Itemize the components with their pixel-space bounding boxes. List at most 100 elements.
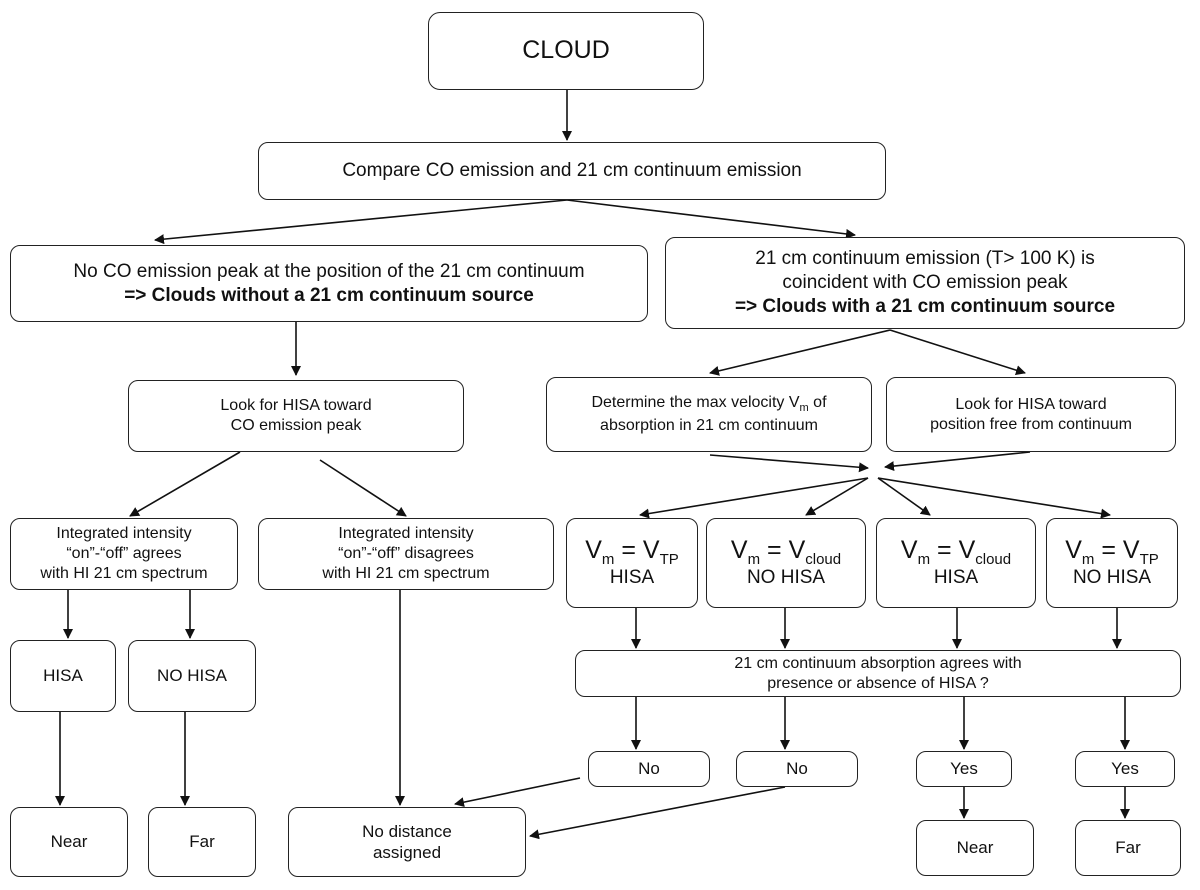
- answer-yes-2-node: Yes: [1075, 751, 1175, 787]
- case3-note: HISA: [933, 566, 979, 588]
- case-vm-vcloud-hisa-node: Vm = Vcloud HISA: [876, 518, 1036, 608]
- near-left-label: Near: [50, 832, 88, 852]
- determine-vm-node: Determine the max velocity Vm of absorpt…: [546, 377, 872, 452]
- answer-no-2-node: No: [736, 751, 858, 787]
- no-hisa-left-node: NO HISA: [128, 640, 256, 712]
- arrow-hub-to-case3: [877, 477, 931, 516]
- case3-rhs: V: [958, 536, 976, 565]
- no-co-peak-line1: No CO emission peak at the position of t…: [73, 260, 585, 282]
- determine-vm-line2: absorption in 21 cm continuum: [600, 416, 818, 434]
- look-hisa-free-line1: Look for HISA toward: [955, 395, 1107, 413]
- answer-yes-1-label: Yes: [950, 759, 978, 779]
- case4-equation: Vm = VTP: [1065, 537, 1159, 568]
- far-left-label: Far: [189, 832, 215, 852]
- case3-eq: =: [930, 536, 959, 565]
- case2-v-sub: m: [747, 551, 761, 569]
- absorption-agrees-node: 21 cm continuum absorption agrees with p…: [575, 650, 1181, 697]
- answer-yes-1-node: Yes: [916, 751, 1012, 787]
- look-hisa-co-line2: CO emission peak: [230, 417, 362, 434]
- case1-rhs-sub: TP: [659, 551, 679, 569]
- determine-vm-text: Determine the max velocity V: [591, 394, 800, 412]
- look-hisa-co-line1: Look for HISA toward: [220, 397, 372, 414]
- case2-rhs-sub: cloud: [805, 551, 842, 569]
- arrow-right-to-determine: [709, 329, 891, 376]
- arrow-right-to-look: [889, 329, 1026, 376]
- case4-eq: =: [1094, 536, 1123, 565]
- no-co-peak-node: No CO emission peak at the position of t…: [10, 245, 648, 322]
- case2-v: V: [730, 536, 748, 565]
- case3-v-sub: m: [917, 551, 931, 569]
- arrow-determine-to-hub: [709, 454, 869, 473]
- determine-vm-sub: m: [799, 402, 809, 415]
- look-hisa-free-node: Look for HISA toward position free from …: [886, 377, 1176, 452]
- arrow-hub-to-case1: [639, 477, 869, 519]
- case4-v: V: [1065, 536, 1082, 565]
- absorption-line2: presence or absence of HISA ?: [767, 674, 989, 692]
- case-vm-vtp-nohisa-node: Vm = VTP NO HISA: [1046, 518, 1178, 608]
- near-right-label: Near: [956, 838, 994, 858]
- look-hisa-co-peak-node: Look for HISA toward CO emission peak: [128, 380, 464, 452]
- continuum-coincident-line1: 21 cm continuum emission (T> 100 K) is: [755, 248, 1095, 270]
- case1-equation: Vm = VTP: [585, 537, 679, 568]
- agrees-line1: Integrated intensity: [56, 525, 192, 542]
- case4-v-sub: m: [1081, 551, 1095, 569]
- compare-label: Compare CO emission and 21 cm continuum …: [342, 160, 802, 182]
- arrow-compare-to-left: [154, 199, 568, 245]
- case3-equation: Vm = Vcloud: [901, 537, 1011, 568]
- look-hisa-free-line2: position free from continuum: [930, 415, 1132, 433]
- case3-rhs-sub: cloud: [975, 551, 1012, 569]
- answer-yes-2-label: Yes: [1111, 759, 1139, 779]
- agrees-node: Integrated intensity “on”-“off” agrees w…: [10, 518, 238, 590]
- case2-eq: =: [760, 536, 789, 565]
- no-distance-node: No distance assigned: [288, 807, 526, 877]
- case2-note: NO HISA: [746, 566, 826, 588]
- case2-equation: Vm = Vcloud: [731, 537, 841, 568]
- arrow-look-to-hub: [884, 451, 1031, 472]
- case1-eq: =: [614, 536, 643, 565]
- cloud-node: CLOUD: [428, 12, 704, 90]
- case2-rhs: V: [788, 536, 806, 565]
- far-right-node: Far: [1075, 820, 1181, 876]
- case4-rhs: V: [1122, 536, 1140, 565]
- case1-rhs: V: [642, 536, 660, 565]
- compare-node: Compare CO emission and 21 cm continuum …: [258, 142, 886, 200]
- case1-v-sub: m: [601, 551, 615, 569]
- disagrees-node: Integrated intensity “on”-“off” disagree…: [258, 518, 554, 590]
- determine-vm-line1: Determine the max velocity Vm of: [591, 393, 826, 416]
- no-hisa-left-label: NO HISA: [157, 666, 227, 686]
- no-distance-line2: assigned: [372, 843, 442, 862]
- arrow-no2-to-nodistance: [529, 786, 786, 840]
- continuum-coincident-line3: => Clouds with a 21 cm continuum source: [734, 295, 1116, 317]
- determine-vm-end: of: [808, 394, 827, 412]
- arrow-look-to-agrees: [129, 451, 241, 517]
- arrow-no1-to-nodistance: [454, 777, 581, 808]
- case4-rhs-sub: TP: [1139, 551, 1159, 569]
- answer-no-1-node: No: [588, 751, 710, 787]
- arrow-hub-to-case2: [805, 477, 869, 516]
- answer-no-1-label: No: [638, 759, 660, 779]
- hisa-left-label: HISA: [43, 666, 83, 686]
- continuum-coincident-line2: coincident with CO emission peak: [782, 272, 1068, 294]
- case-vm-vtp-hisa-node: Vm = VTP HISA: [566, 518, 698, 608]
- case3-v: V: [900, 536, 918, 565]
- disagrees-line3: with HI 21 cm spectrum: [322, 565, 490, 582]
- disagrees-line1: Integrated intensity: [338, 525, 474, 542]
- absorption-line1: 21 cm continuum absorption agrees with: [734, 654, 1022, 672]
- continuum-coincident-node: 21 cm continuum emission (T> 100 K) is c…: [665, 237, 1185, 329]
- hisa-left-node: HISA: [10, 640, 116, 712]
- far-right-label: Far: [1115, 838, 1141, 858]
- case1-note: HISA: [609, 566, 655, 588]
- arrow-look-to-disagrees: [319, 459, 407, 517]
- answer-no-2-label: No: [786, 759, 808, 779]
- disagrees-line2: “on”-“off” disagrees: [338, 545, 474, 562]
- case4-note: NO HISA: [1072, 566, 1152, 588]
- near-right-node: Near: [916, 820, 1034, 876]
- no-distance-line1: No distance: [362, 821, 452, 841]
- agrees-line3: with HI 21 cm spectrum: [40, 565, 208, 582]
- near-left-node: Near: [10, 807, 128, 877]
- arrow-hub-to-case4: [877, 477, 1111, 519]
- agrees-line2: “on”-“off” agrees: [66, 545, 182, 562]
- case-vm-vcloud-nohisa-node: Vm = Vcloud NO HISA: [706, 518, 866, 608]
- no-co-peak-line2: => Clouds without a 21 cm continuum sour…: [124, 284, 534, 306]
